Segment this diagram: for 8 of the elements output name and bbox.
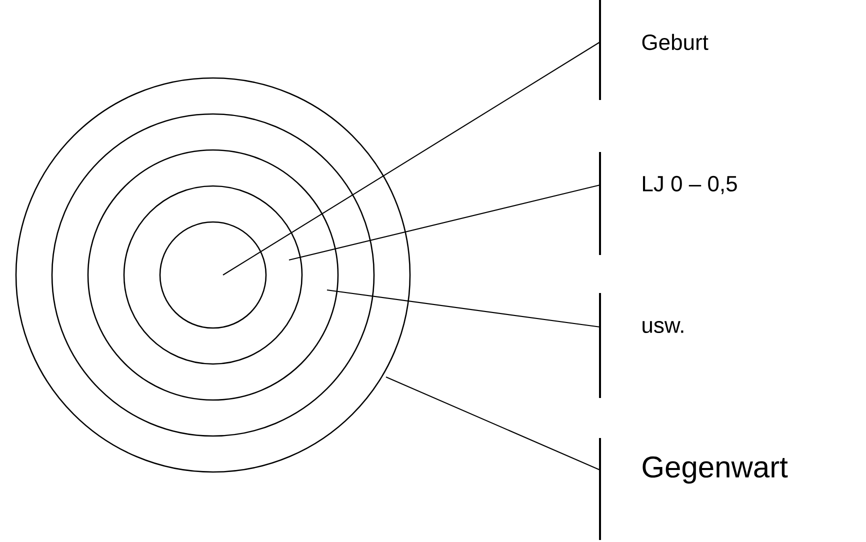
leader-line xyxy=(288,184,600,261)
timeline-label: LJ 0 – 0,5 xyxy=(643,176,737,194)
leader-line xyxy=(386,376,600,470)
timeline-label: Geburt xyxy=(642,34,708,50)
timeline-label: Gegenwart xyxy=(642,456,788,484)
leader-line xyxy=(222,42,600,276)
timeline-label: usw. xyxy=(642,321,684,334)
leader-line xyxy=(326,289,600,328)
